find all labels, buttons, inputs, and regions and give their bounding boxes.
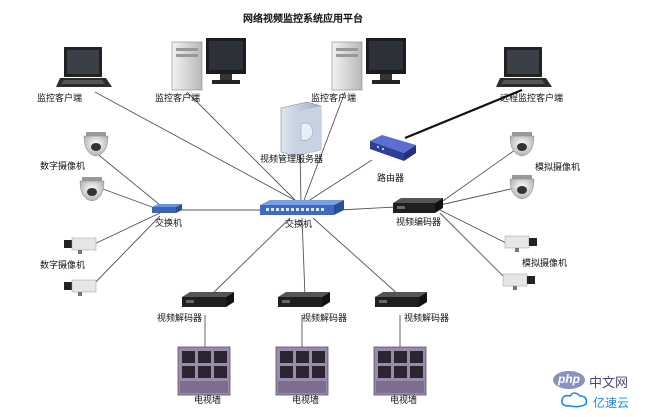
- label-client-2: 监控客户端: [155, 94, 201, 104]
- label-analog-camera-bottom: 模拟摄像机: [522, 259, 568, 269]
- tv-wall-icon: [177, 346, 231, 396]
- dome-camera-icon: [509, 175, 535, 200]
- box-camera-icon: [64, 279, 97, 296]
- label-tv-wall-2: 电视墙: [292, 396, 320, 406]
- router-remote-link: [404, 88, 523, 140]
- watermark-text: 中文网: [589, 375, 629, 390]
- encoder-icon: [393, 198, 443, 213]
- label-switch-small: 交换机: [155, 219, 183, 229]
- label-decoder-1: 视频解码器: [157, 314, 203, 324]
- laptop-icon: [56, 47, 112, 87]
- watermark-brand: 亿速云: [593, 396, 630, 410]
- label-analog-camera-top: 模拟摄像机: [535, 163, 581, 173]
- desktop-icon: [331, 38, 406, 91]
- dome-camera-icon: [509, 132, 535, 157]
- label-client-3: 监控客户端: [311, 94, 357, 104]
- tv-wall-icon: [275, 346, 329, 396]
- router-icon: [370, 135, 416, 161]
- dome-camera-icon: [79, 177, 105, 202]
- dome-camera-icon: [83, 132, 109, 157]
- label-digital-camera-top: 数字摄像机: [40, 162, 86, 172]
- watermark-php: php: [558, 372, 580, 386]
- label-client-1: 监控客户端: [37, 94, 83, 104]
- diagram-title: 网络视频监控系统应用平台: [243, 14, 363, 25]
- switch-icon: [260, 200, 344, 215]
- switch-icon: [152, 204, 182, 213]
- server-icon: [280, 101, 322, 157]
- box-camera-icon: [502, 273, 535, 290]
- label-router: 路由器: [377, 174, 405, 184]
- decoder-icon: [375, 292, 427, 307]
- yisu-cloud-logo-icon: [561, 392, 588, 408]
- box-camera-icon: [64, 237, 97, 254]
- laptop-icon: [496, 47, 552, 87]
- label-encoder: 视频编码器: [396, 218, 442, 228]
- connection-lines: [89, 91, 516, 350]
- label-decoder-2: 视频解码器: [302, 314, 348, 324]
- label-server: 视频管理服务器: [260, 155, 324, 165]
- php-logo-icon: [553, 371, 585, 389]
- label-remote-client: 远程监控客户端: [500, 94, 564, 104]
- label-digital-camera-bottom: 数字摄像机: [40, 261, 86, 271]
- label-tv-wall-1: 电视墙: [194, 396, 222, 406]
- decoder-icon: [182, 292, 234, 307]
- label-tv-wall-3: 电视墙: [390, 396, 418, 406]
- decoder-icon: [278, 292, 330, 307]
- label-switch-main: 交换机: [285, 220, 313, 230]
- box-camera-icon: [504, 235, 537, 252]
- tv-wall-icon: [373, 346, 427, 396]
- desktop-icon: [171, 38, 246, 91]
- label-decoder-3: 视频解码器: [404, 314, 450, 324]
